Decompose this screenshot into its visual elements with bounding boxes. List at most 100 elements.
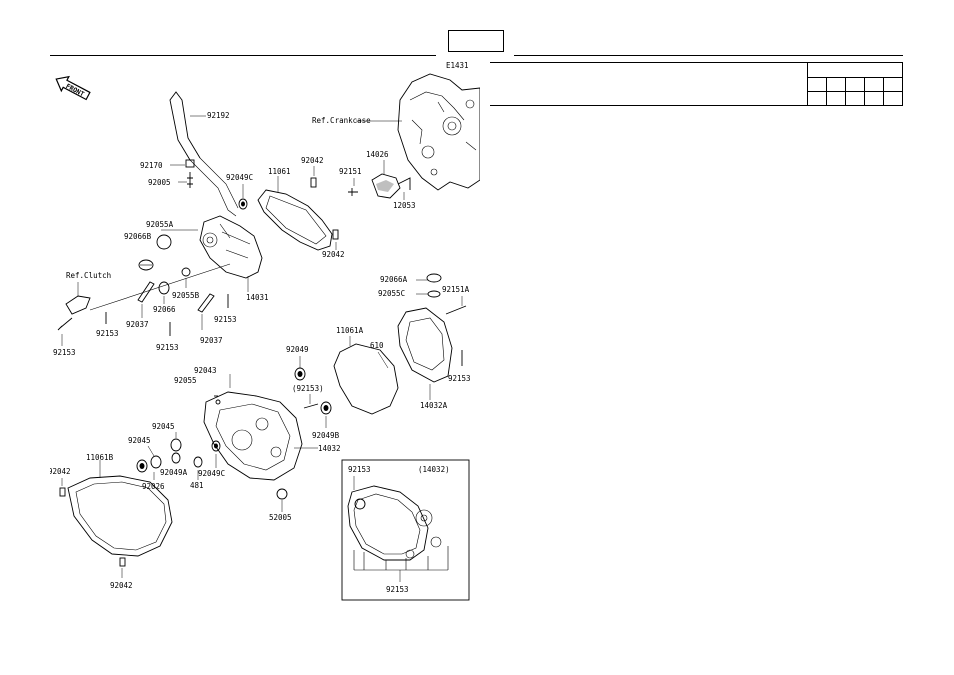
part-label: 92055A (146, 220, 174, 229)
part-label: 92049A (160, 468, 188, 477)
header-rule-right (514, 55, 903, 56)
part-label: 11061A (336, 326, 364, 335)
plug-92066B (138, 259, 154, 271)
table-column-divider (845, 77, 846, 106)
crankcase-cover-14032 (203, 391, 303, 481)
breather-hose (169, 91, 201, 161)
dowel-pin (119, 557, 126, 567)
o-ring-92055 (215, 399, 221, 405)
seal-92045 (170, 438, 182, 452)
bearing-481 (193, 456, 203, 468)
plug-92066A (426, 273, 442, 283)
hose-clamp (185, 159, 195, 168)
part-label: 92153 (448, 374, 471, 383)
part-label: 14032 (318, 444, 341, 453)
clutch-cover-14031 (199, 215, 263, 279)
dowel-pin (332, 229, 339, 240)
part-label: 92049 (286, 345, 309, 354)
part-label: 92037 (126, 320, 149, 329)
page-code-box (448, 30, 504, 52)
part-label: 11061B (86, 453, 114, 462)
plug-92066 (158, 281, 170, 295)
part-label: 14026 (366, 150, 389, 159)
inset-detail-14032: (14032) 92153 92153 (341, 459, 470, 601)
part-label: 12053 (393, 201, 416, 210)
gasket-11061B (67, 475, 173, 557)
part-label: 92042 (50, 467, 71, 476)
part-label: 92151A (442, 285, 470, 294)
bolt-92151A (445, 305, 467, 315)
part-label: 92153 (156, 343, 179, 352)
part-label: 92153 (53, 348, 76, 357)
part-label: 92049B (312, 431, 340, 440)
part-label: 11061 (268, 167, 291, 176)
inset-title: (14032) (418, 465, 450, 474)
diagram-ref-code: E1431 (446, 61, 469, 70)
outer-cover-14032A (397, 307, 453, 383)
oil-seal (238, 198, 248, 210)
part-label: 92042 (301, 156, 324, 165)
table-column-divider (826, 77, 827, 106)
table-column-divider (864, 77, 865, 106)
bolt-92151 (348, 188, 358, 196)
table-row-divider (807, 91, 903, 92)
filter-52005 (276, 488, 288, 500)
table-column-divider (883, 77, 884, 106)
part-label: 92192 (207, 111, 230, 120)
part-label: 92005 (148, 178, 171, 187)
part-label: 92066B (124, 232, 152, 241)
seal-92049C (211, 440, 221, 452)
part-label: 52005 (269, 513, 292, 522)
part-label: 92066 (153, 305, 176, 314)
part-label: 610 (370, 341, 384, 350)
part-label: 92037 (200, 336, 223, 345)
part-label: 92049C (226, 173, 253, 182)
part-label: 92151 (339, 167, 362, 176)
oil-seal-92049B (320, 401, 332, 415)
part-label: 92042 (110, 581, 133, 590)
part-label: 92026 (142, 482, 165, 491)
crankcase-illustration (397, 73, 480, 191)
part-label: 92055B (172, 291, 200, 300)
seal-92045 (150, 455, 162, 469)
part-label: 92153 (96, 329, 119, 338)
table-right-border (902, 62, 903, 106)
pin-92037 (197, 293, 215, 313)
table-top-border (490, 62, 903, 63)
part-label: 92153 (348, 465, 371, 474)
dowel-pin (59, 487, 66, 497)
part-label: 92049C (198, 469, 225, 478)
part-label: 92043 (194, 366, 217, 375)
clutch-reference-bracket (65, 295, 91, 315)
fitting-92005 (187, 172, 193, 188)
table-column-divider (807, 62, 808, 106)
dowel-pin (310, 177, 317, 188)
o-ring (181, 267, 191, 277)
gasket-11061 (257, 189, 333, 251)
part-label: 92170 (140, 161, 163, 170)
ref-crankcase-label: Ref.Crankcase (312, 116, 371, 125)
part-label: 92042 (322, 250, 345, 259)
ref-clutch-label: Ref.Clutch (66, 271, 111, 280)
o-ring (156, 234, 172, 250)
parts-reference-table (490, 62, 903, 106)
bolt-92153 (57, 317, 73, 331)
part-label: 92066A (380, 275, 408, 284)
pin-92037 (137, 281, 155, 303)
seal-92026 (136, 459, 148, 473)
table-bottom-border (490, 105, 903, 106)
part-label: 92045 (152, 422, 175, 431)
guide-14026 (371, 173, 401, 199)
exploded-parts-diagram: FRONT E1431 Ref.Crankcase 92192 92170 92… (50, 60, 480, 615)
part-label: 92055C (378, 289, 405, 298)
part-label: 92153 (214, 315, 237, 324)
bolt-92153 (303, 403, 319, 409)
table-row-divider (807, 77, 903, 78)
gasket-11061A (333, 343, 399, 415)
part-label: 92055 (174, 376, 197, 385)
plate-12053 (397, 177, 411, 190)
part-label: 14031 (246, 293, 269, 302)
header-rule-left (50, 55, 436, 56)
part-label: 14032A (420, 401, 448, 410)
seal-92049A (171, 452, 181, 464)
